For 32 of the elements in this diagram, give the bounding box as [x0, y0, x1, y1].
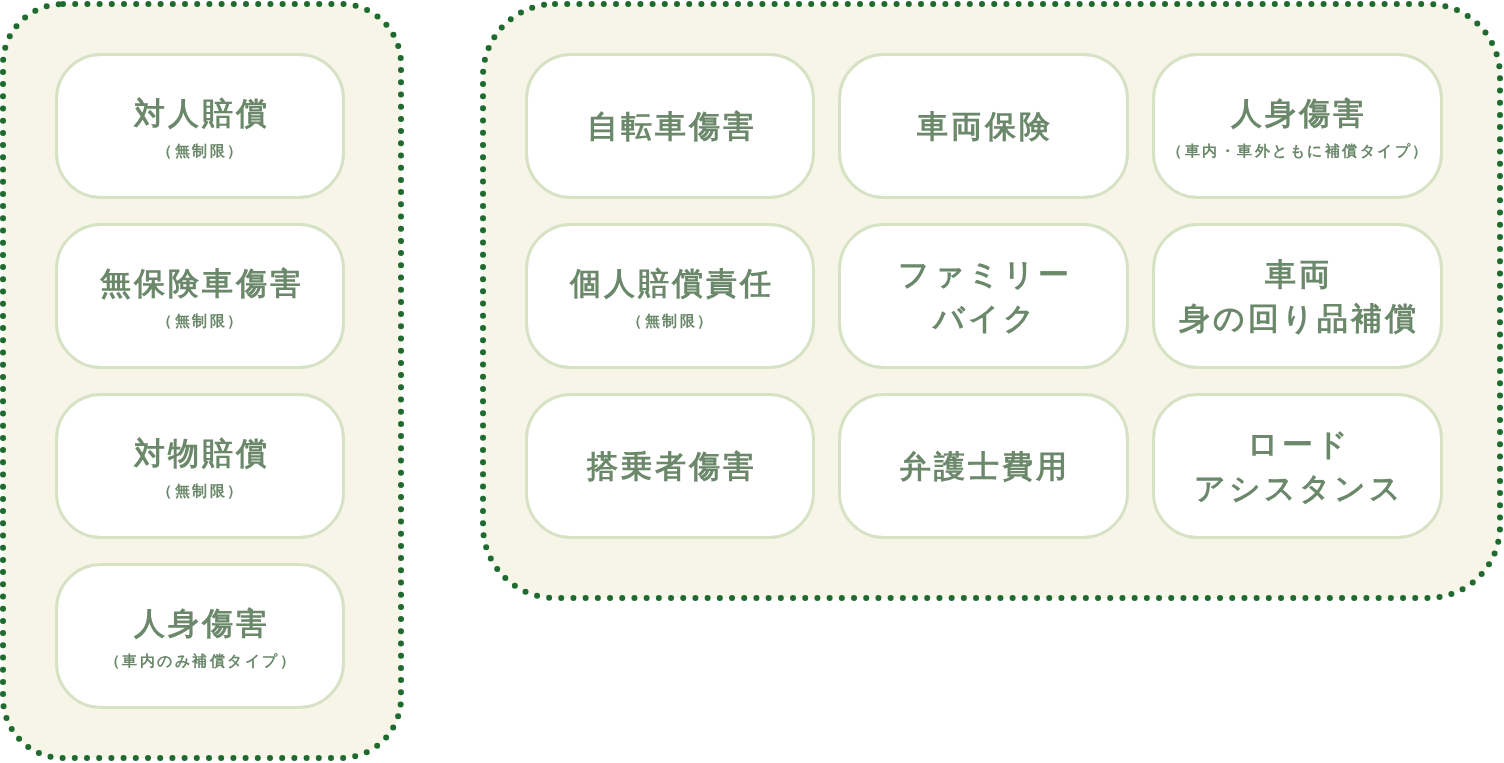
option-title: ロードアシスタンス: [1193, 425, 1404, 508]
option-title: 弁護士費用: [899, 447, 1070, 486]
option-title: 車両身の回り品補償: [1178, 255, 1419, 338]
option-title: 無保険車傷害: [98, 264, 304, 303]
option-title: 車両保険: [916, 107, 1053, 146]
option-card: [525, 53, 815, 199]
option-card: [838, 223, 1129, 369]
option-card: [1152, 393, 1443, 539]
option-title: ファミリーバイク: [897, 255, 1072, 338]
option-title: 人身傷害: [1230, 94, 1367, 133]
option-title: 搭乗者傷害: [585, 447, 757, 486]
option-card: [525, 223, 815, 369]
option-note: （車内のみ補償タイプ）: [103, 651, 298, 671]
option-note: （車内・車外ともに補償タイプ）: [1166, 141, 1430, 161]
option-note: （無制限）: [626, 311, 715, 331]
option-title: 個人賠償責任: [568, 264, 774, 303]
option-title: 対物賠償: [132, 434, 270, 473]
option-title: 人身傷害: [132, 604, 270, 643]
option-title: 自転車傷害: [585, 107, 757, 146]
option-card: [1152, 53, 1443, 199]
option-card: [55, 53, 345, 199]
option-card: [55, 393, 345, 539]
option-card: [55, 563, 345, 709]
option-card: [838, 393, 1129, 539]
option-card: [1152, 223, 1443, 369]
option-card: [55, 223, 345, 369]
option-title: 対人賠償: [132, 94, 270, 133]
option-note: （無制限）: [156, 141, 245, 161]
option-card: [525, 393, 815, 539]
option-note: （無制限）: [156, 311, 245, 331]
option-note: （無制限）: [156, 481, 245, 501]
option-card: [838, 53, 1129, 199]
